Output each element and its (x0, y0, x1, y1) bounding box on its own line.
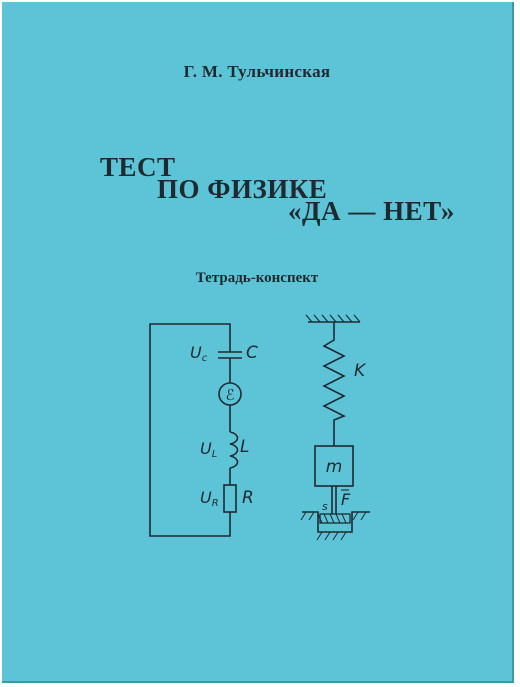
inductor-voltage-label: UL (200, 439, 217, 460)
mass-block (314, 445, 354, 487)
circuit-wire (149, 323, 231, 537)
resistor (223, 484, 237, 513)
book-cover: Г. М. Тульчинская ТЕСТ ПО ФИЗИКЕ «ДА — Н… (2, 2, 514, 683)
resistor-voltage-label: UR (200, 488, 219, 509)
spring-mass-system (300, 314, 370, 541)
spring-constant-label: K (354, 361, 367, 381)
title-line-1: ТЕСТ (100, 152, 176, 182)
title-line-3: «ДА — НЕТ» (288, 196, 455, 226)
spring (322, 322, 346, 446)
floor-hatch (300, 511, 367, 541)
resistor-label: R (242, 488, 254, 508)
author-name: Г. М. Тульчинская (183, 62, 331, 81)
area-label: s (322, 500, 328, 513)
piston-hatch (317, 513, 347, 524)
inductor-label: L (240, 437, 249, 457)
rlc-circuit (149, 323, 242, 537)
mass-label: m (326, 457, 343, 477)
title-line-2: ПО ФИЗИКЕ (157, 174, 328, 204)
ceiling-hatch (305, 314, 361, 323)
subtitle: Тетрадь-конспект (195, 270, 319, 286)
vessel-outline (302, 511, 370, 533)
capacitor-voltage-label: Uc (190, 343, 208, 364)
capacitor-label: C (246, 343, 258, 363)
inductor-coil (229, 431, 239, 469)
force-label: F (341, 490, 351, 509)
emf-label: ℰ (225, 386, 234, 404)
